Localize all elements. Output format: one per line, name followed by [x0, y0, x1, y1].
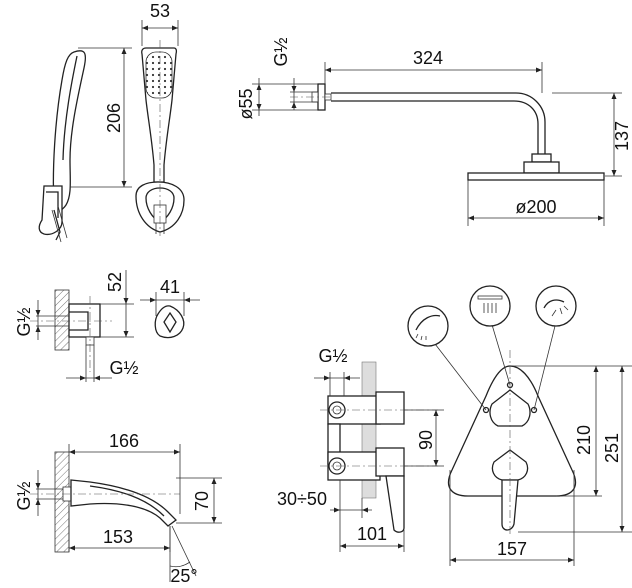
label-valve-thread: G½ [318, 346, 347, 366]
label-53: 53 [150, 1, 170, 21]
label-head-diameter: ø200 [515, 197, 556, 217]
label-157: 157 [497, 539, 527, 559]
dimension-153: 153 [68, 506, 171, 552]
label-324: 324 [413, 48, 443, 68]
dimension-outlet-thread-bottom: G½ [66, 345, 139, 382]
label-30-50: 30÷50 [277, 489, 327, 509]
bath-spout [30, 451, 180, 553]
dimension-70: 70 [176, 477, 222, 524]
overhead-shower-icon [469, 285, 511, 327]
label-flange-diameter: ø55 [236, 88, 256, 119]
dimension-52: 52 [100, 270, 134, 338]
label-angle-25: 25° [170, 566, 197, 586]
label-166: 166 [109, 431, 139, 451]
label-206: 206 [104, 103, 124, 133]
label-spout-thread: G½ [14, 481, 34, 510]
dimension-251: 251 [518, 365, 632, 533]
label-137: 137 [612, 121, 632, 151]
dimension-101: 101 [339, 518, 405, 552]
overhead-shower-arm [290, 83, 605, 181]
dimension-157: 157 [449, 470, 575, 566]
label-210: 210 [574, 425, 594, 455]
dimension-137: 137 [552, 92, 632, 177]
hand-shower-side-view [38, 50, 87, 243]
label-70: 70 [192, 491, 212, 511]
dimension-valve-thread: G½ [314, 346, 360, 396]
dimension-90: 90 [404, 409, 444, 467]
dimension-206: 206 [70, 47, 132, 188]
label-101: 101 [357, 524, 387, 544]
label-251: 251 [602, 433, 622, 463]
label-52: 52 [105, 272, 125, 292]
wall-outlet-front [154, 305, 185, 339]
dimension-arm-thread: G½ [271, 37, 318, 110]
label-153: 153 [103, 527, 133, 547]
dimension-outlet-thread: G½ [14, 300, 41, 340]
dimension-210: 210 [510, 365, 602, 497]
label-outlet-thread-bottom: G½ [109, 358, 138, 378]
cover-plate [447, 365, 577, 531]
dimension-angle-25: 25° [169, 525, 198, 586]
spray-shower-icon [535, 285, 577, 327]
dimension-41: 41 [140, 277, 200, 316]
label-arm-thread: G½ [271, 37, 291, 66]
dimension-30-50: 30÷50 [277, 480, 372, 518]
dimension-spout-thread: G½ [14, 470, 41, 516]
hand-shower-front-view [135, 40, 185, 236]
dimension-53: 53 [141, 1, 179, 46]
concealed-valve [320, 361, 438, 533]
dimension-head-diameter: ø200 [467, 180, 605, 226]
dimension-166: 166 [68, 431, 181, 514]
hand-shower-icon [407, 305, 449, 347]
label-90: 90 [416, 430, 436, 450]
wall-outlet [30, 289, 112, 372]
label-41: 41 [160, 277, 180, 297]
dimension-324: 324 [324, 48, 543, 93]
label-outlet-thread: G½ [14, 307, 34, 336]
dimension-flange-diameter: ø55 [236, 78, 318, 120]
